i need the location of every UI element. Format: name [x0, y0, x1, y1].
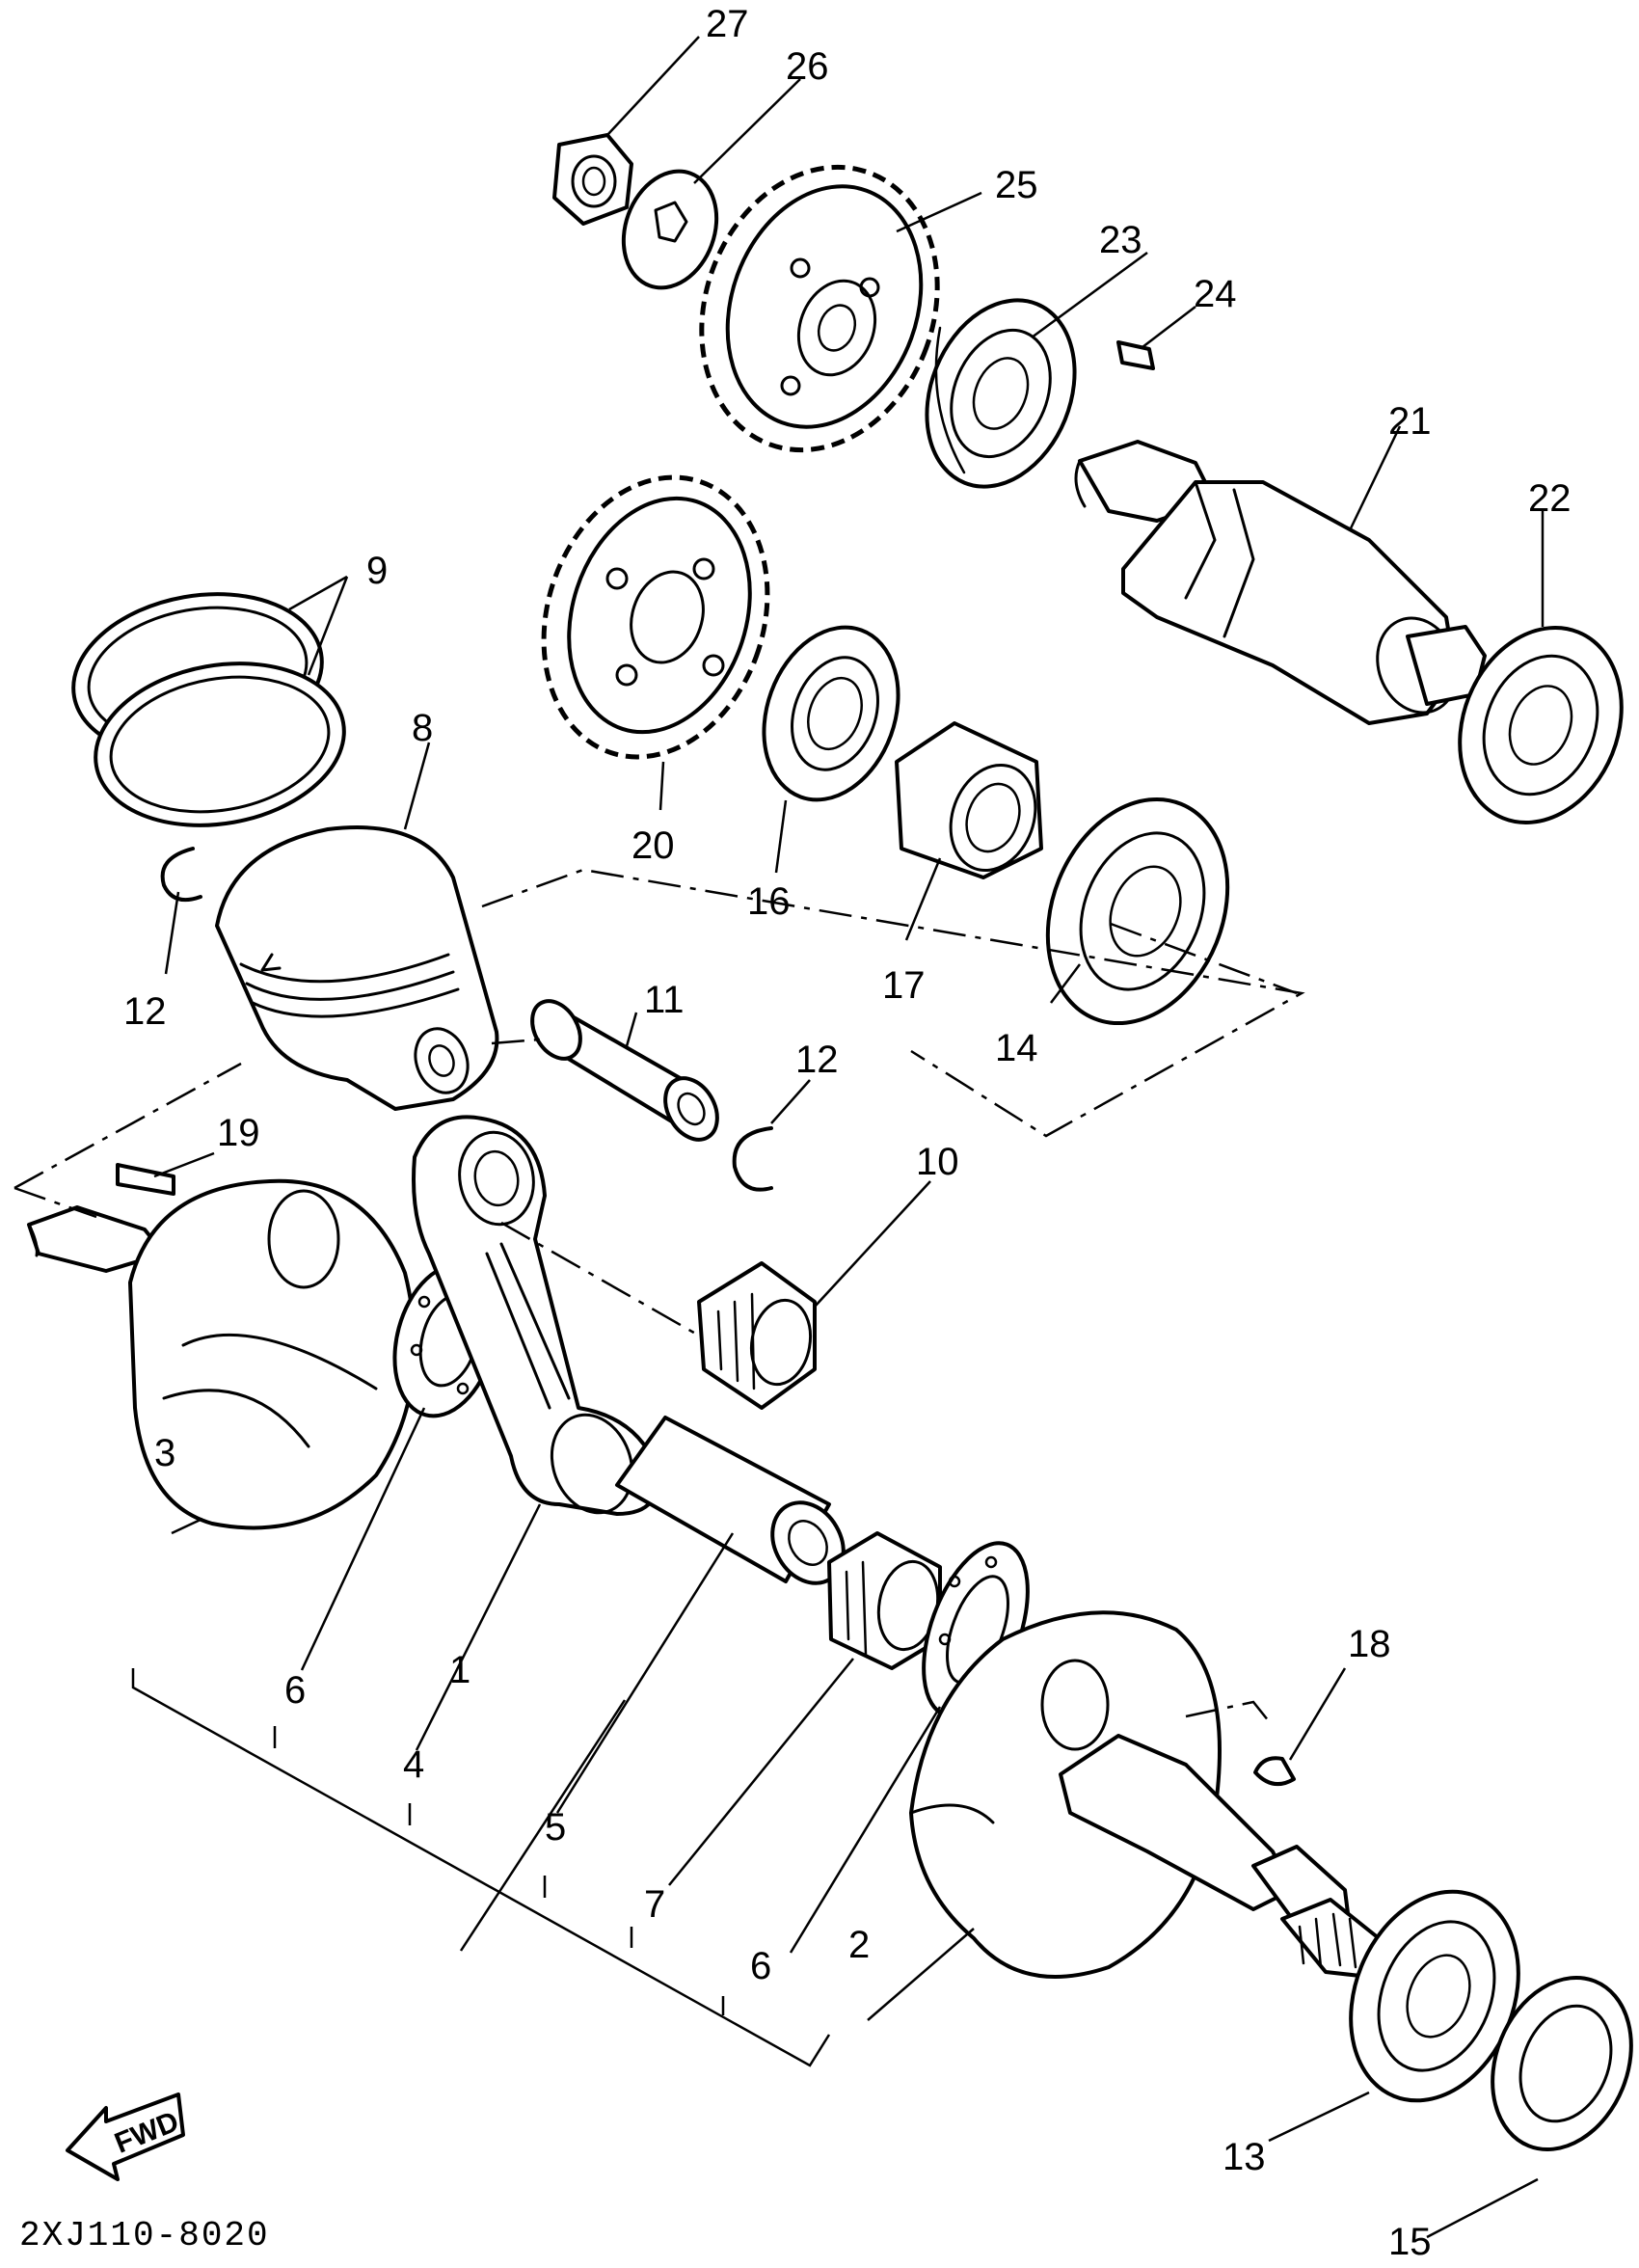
diagram-code: 2XJ110-8020: [19, 2216, 270, 2255]
callout-5: 5: [545, 1806, 566, 1849]
part-5-crank-pin: [615, 1416, 846, 1585]
part-19-key: [116, 1163, 175, 1196]
callout-3: 3: [154, 1432, 175, 1474]
callout-17: 17: [882, 964, 926, 1007]
callout-26: 26: [786, 45, 829, 88]
callout-2: 2: [848, 1924, 870, 1966]
fwd-direction-arrow: FWD: [66, 2092, 185, 2181]
callout-14: 14: [995, 1027, 1038, 1069]
callout-12-right: 12: [795, 1039, 839, 1081]
callout-21: 21: [1388, 400, 1432, 443]
callout-25: 25: [995, 164, 1038, 206]
callout-6-right: 6: [750, 1945, 771, 1987]
part-15-oil-seal: [1491, 1975, 1633, 2152]
part-21-balancer-shaft: [1074, 440, 1487, 725]
part-11-piston-pin: [530, 999, 719, 1142]
part-24-key: [1116, 340, 1155, 370]
callout-13: 13: [1223, 2136, 1266, 2178]
callout-10: 10: [916, 1141, 959, 1183]
callout-24: 24: [1194, 273, 1237, 315]
leader-lines: [153, 36, 1545, 2239]
part-18-woodruff-key: [1253, 1756, 1296, 1787]
callout-11: 11: [644, 979, 685, 1021]
callout-15: 15: [1388, 2221, 1432, 2263]
callout-4: 4: [403, 1743, 424, 1786]
part-10-needle-bearing: [697, 1261, 817, 1410]
callout-27: 27: [706, 3, 749, 45]
callout-23: 23: [1099, 219, 1142, 261]
part-20-primary-gear: [541, 474, 770, 760]
callout-9: 9: [366, 550, 388, 592]
part-9-piston-rings: [71, 592, 346, 827]
part-25-drive-gear: [699, 164, 940, 453]
part-26-lock-washer: [621, 169, 719, 290]
callout-19: 19: [217, 1112, 260, 1154]
part-3-crank-wheel-left: [27, 1178, 416, 1530]
part-12-circlip-b: [732, 1126, 773, 1192]
part-27-nut: [552, 133, 633, 226]
crankshaft-assembly-bracket: [131, 1668, 831, 2067]
callout-1: 1: [449, 1649, 470, 1691]
part-23-bearing: [925, 298, 1077, 489]
callout-16: 16: [747, 880, 791, 923]
part-14-bearing: [1045, 796, 1230, 1026]
part-12-circlip-a: [160, 847, 202, 902]
assembly-lines: [13, 868, 1305, 1727]
callout-6-left: 6: [284, 1669, 306, 1712]
callout-12-left: 12: [123, 990, 167, 1033]
part-2-crank-wheel-right: [909, 1610, 1381, 1979]
callout-20: 20: [631, 824, 675, 867]
part-8-piston: [215, 825, 499, 1111]
callout-22: 22: [1528, 477, 1572, 520]
part-17-collar: [895, 721, 1043, 879]
part-22-bearing: [1458, 626, 1624, 824]
callout-18: 18: [1348, 1623, 1391, 1665]
part-16-bearing: [762, 625, 900, 802]
callout-labels: 1 2 3 4 5 6 6 7 8 9 10 11 12 12 13 14 15…: [123, 3, 1572, 2263]
callout-8: 8: [412, 707, 433, 749]
callout-7: 7: [644, 1883, 665, 1926]
